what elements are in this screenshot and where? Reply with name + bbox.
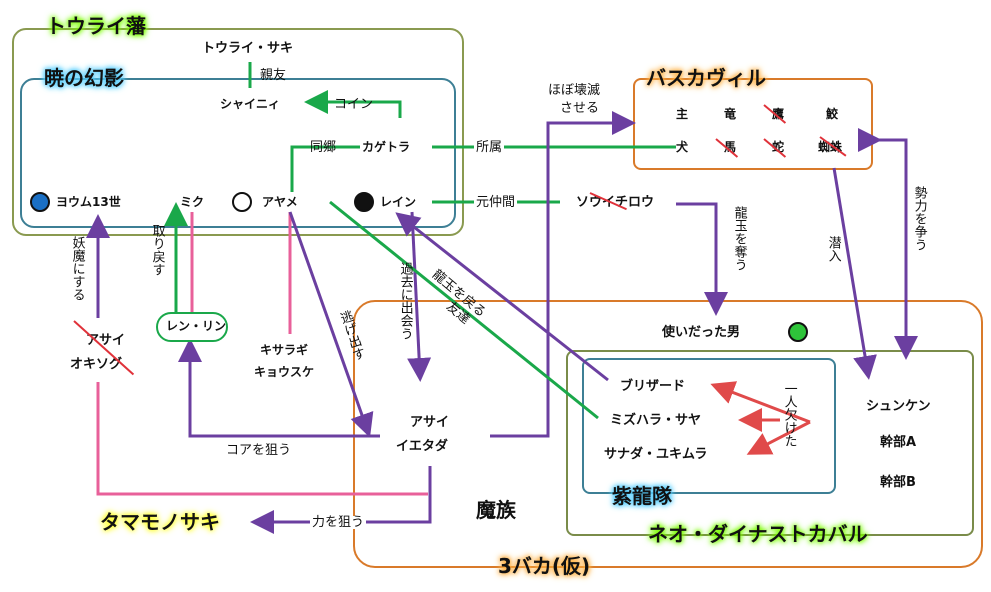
bask-member-same: 鮫	[826, 107, 839, 121]
tamamo-group-title: タマモノサキ	[100, 510, 220, 534]
akatsuki-group-box	[20, 78, 456, 228]
ayame-label: アヤメ	[262, 195, 298, 209]
kisaragi-line1: キサラギ	[260, 343, 309, 357]
relation-coin: コイン	[334, 97, 374, 112]
relation-torimodosu: 取り戻す	[149, 224, 165, 276]
baskerville-group-title: バスカヴィル	[646, 66, 766, 90]
sanada-label: サナダ・ユキムラ	[604, 447, 708, 462]
kagetora-label: カゲトラ	[362, 140, 411, 154]
ayame-marker	[232, 192, 252, 212]
neo-group-title: ネオ・ダイナストカバル	[648, 522, 868, 546]
shiryuu-group-box	[582, 358, 836, 494]
akatsuki-group-title: 暁の幻影	[44, 66, 124, 90]
relation-shozoku: 所属	[474, 140, 505, 155]
asai-okisog-line1: アサイ	[86, 333, 126, 348]
rein-marker	[354, 192, 374, 212]
relation-sennyuu: 潜入	[825, 236, 841, 262]
asai-okisog-line2: オキソグ	[70, 357, 123, 372]
relation-ryuugyoku: 龍玉を奪う	[731, 206, 747, 271]
relation-motonakama: 元仲間	[474, 195, 518, 210]
tourai-saki-label: トウライ・サキ	[202, 41, 294, 56]
youmu-marker	[30, 192, 50, 212]
relation-seiryoku: 勢力を争う	[911, 186, 927, 251]
mazoku-label: 魔族	[476, 498, 516, 522]
asai-ietada-line2: イエタダ	[396, 439, 448, 454]
youmu-label: ヨウム13世	[56, 195, 121, 209]
tsukai-otoko-label: 使いだった男	[662, 325, 741, 340]
miku-label: ミク	[180, 195, 205, 209]
shunken-label: シュンケン	[866, 399, 931, 414]
relation-hobo-1: ほぼ壊滅	[548, 83, 601, 98]
relation-kako: 過去に出会う	[397, 262, 413, 340]
relation-hobo-2: させる	[560, 101, 600, 116]
shainy-label: シャイニィ	[220, 97, 281, 111]
asai-ietada-line1: アサイ	[410, 415, 450, 430]
shiryuutai-group-title: 紫龍隊	[612, 484, 672, 508]
bristard-label: ブリザード	[620, 379, 686, 394]
rein-label: レイン	[380, 195, 417, 209]
relation-shinyuu: 親友	[260, 68, 287, 83]
bask-member-nushi: 主	[676, 107, 689, 121]
bask-member-ryu: 竜	[724, 107, 737, 121]
relation-core: コアを狙う	[226, 443, 292, 458]
neo-group-box	[566, 350, 974, 536]
tsukai-otoko-marker	[788, 322, 808, 342]
relation-doukyou: 同郷	[310, 140, 337, 155]
relation-chikara: 力を狙う	[310, 515, 367, 530]
relation-youma: 妖魔にする	[69, 236, 85, 301]
tourai-group-box	[12, 28, 464, 236]
relation-hitori: 一人欠けた	[781, 382, 797, 447]
mizuhara-label: ミズハラ・サヤ	[610, 413, 702, 428]
sanbaka-group-title: 3バカ(仮)	[498, 554, 591, 578]
bask-member-inu: 犬	[676, 140, 689, 154]
kanbu-b-label: 幹部B	[880, 475, 916, 490]
kanbu-a-label: 幹部A	[880, 435, 917, 450]
kisaragi-line2: キョウスケ	[254, 365, 315, 379]
rein-rin-circle	[156, 312, 228, 342]
tourai-group-title: トウライ藩	[46, 14, 146, 38]
rein-rin-label: レン・リン	[166, 319, 227, 333]
